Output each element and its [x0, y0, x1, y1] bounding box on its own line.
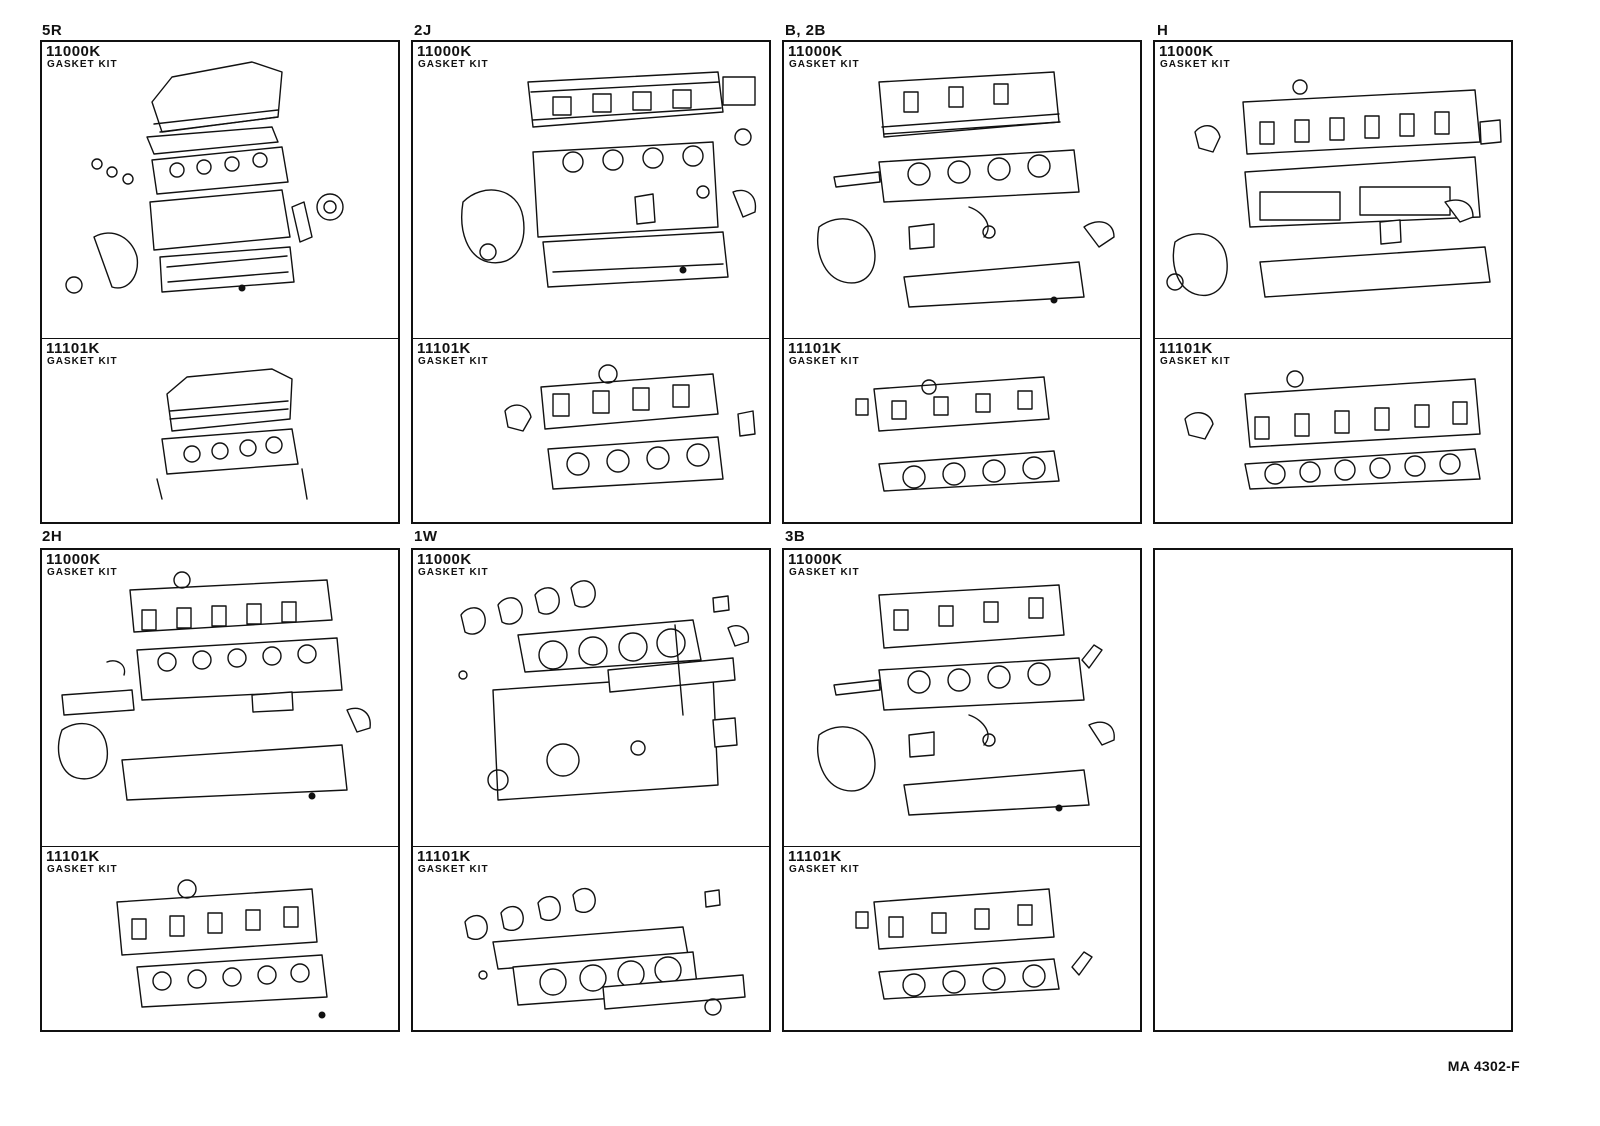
full-gasket-kit-illustration: [817, 584, 1115, 816]
part-number: 11101K: [417, 848, 471, 865]
figure-reference: MA 4302-F: [1447, 1058, 1520, 1074]
head-kit-cell: 11101K GASKET KIT: [42, 846, 398, 1030]
part-name: GASKET KIT: [47, 864, 118, 875]
engine-panel-2h: 11000K GASKET KIT 11: [40, 548, 400, 1032]
full-gasket-kit-illustration: [57, 571, 371, 801]
part-number: 11000K: [1159, 43, 1214, 60]
full-gasket-kit-illustration: [461, 71, 757, 288]
part-number: 11000K: [417, 551, 472, 568]
head-gasket-kit-illustration: [464, 887, 746, 1016]
part-name: GASKET KIT: [418, 864, 489, 875]
part-number: 11000K: [46, 551, 101, 568]
full-kit-cell: 11000K GASKET KIT: [1155, 42, 1511, 338]
empty-panel: [1153, 548, 1513, 1032]
head-kit-cell: 11101K GASKET KIT: [1155, 338, 1511, 522]
head-kit-cell: 11101K GASKET KIT: [413, 846, 769, 1030]
part-number: 11101K: [46, 340, 100, 357]
part-name: GASKET KIT: [1160, 59, 1231, 70]
engine-label-5r: 5R: [42, 22, 63, 39]
engine-label-3b: 3B: [785, 528, 806, 545]
part-number: 11101K: [788, 340, 842, 357]
head-kit-cell: 11101K GASKET KIT: [784, 846, 1140, 1030]
full-kit-cell: 11000K GASKET KIT: [413, 42, 769, 338]
part-name: GASKET KIT: [47, 59, 118, 70]
engine-label-2h: 2H: [42, 528, 63, 545]
head-gasket-kit-illustration: [116, 879, 328, 1019]
part-name: GASKET KIT: [418, 356, 489, 367]
part-name: GASKET KIT: [789, 864, 860, 875]
part-number: 11101K: [417, 340, 471, 357]
head-kit-cell: 11101K GASKET KIT: [413, 338, 769, 522]
full-gasket-kit-illustration: [65, 61, 344, 294]
part-number: 11000K: [788, 43, 843, 60]
part-number: 11101K: [1159, 340, 1213, 357]
part-name: GASKET KIT: [789, 356, 860, 367]
head-gasket-kit-illustration: [504, 364, 756, 490]
part-name: GASKET KIT: [47, 356, 118, 367]
engine-panel-3b: 11000K GASKET KIT 11101K: [782, 548, 1142, 1032]
engine-panel-2j: 11000K GASKET KIT: [411, 40, 771, 524]
part-name: GASKET KIT: [47, 567, 118, 578]
engine-label-2j: 2J: [414, 22, 432, 39]
full-kit-cell: 11000K GASKET KIT: [42, 550, 398, 846]
part-name: GASKET KIT: [418, 567, 489, 578]
part-number: 11000K: [46, 43, 101, 60]
part-number: 11000K: [788, 551, 843, 568]
engine-panel-5r: 11000K GASKET KIT 11101K: [40, 40, 400, 524]
full-kit-cell: 11000K GASKET KIT: [413, 550, 769, 846]
engine-panel-h: 11000K GASKET KIT 11101K GASKET: [1153, 40, 1513, 524]
head-gasket-kit-illustration: [1184, 370, 1481, 490]
full-kit-cell: 11000K GASKET KIT: [784, 550, 1140, 846]
part-number: 11101K: [788, 848, 842, 865]
engine-panel-b-2b: 11000K GASKET KIT 11101K: [782, 40, 1142, 524]
part-number: 11000K: [417, 43, 472, 60]
full-gasket-kit-illustration: [1166, 79, 1502, 298]
full-kit-cell: 11000K GASKET KIT: [42, 42, 398, 338]
part-name: GASKET KIT: [418, 59, 489, 70]
full-gasket-kit-illustration: [817, 71, 1115, 308]
head-kit-cell: 11101K GASKET KIT: [784, 338, 1140, 522]
full-kit-cell: 11000K GASKET KIT: [784, 42, 1140, 338]
part-number: 11101K: [46, 848, 100, 865]
engine-label-1w: 1W: [414, 528, 438, 545]
engine-panel-1w: 11000K GASKET KIT: [411, 548, 771, 1032]
head-gasket-kit-illustration: [855, 376, 1060, 492]
part-name: GASKET KIT: [1160, 356, 1231, 367]
head-kit-cell: 11101K GASKET KIT: [42, 338, 398, 522]
head-gasket-kit-illustration: [855, 888, 1093, 1000]
engine-label-b-2b: B, 2B: [785, 22, 826, 39]
head-gasket-kit-illustration: [156, 368, 308, 500]
part-name: GASKET KIT: [789, 567, 860, 578]
part-name: GASKET KIT: [789, 59, 860, 70]
full-gasket-kit-illustration: [458, 580, 750, 801]
engine-label-h: H: [1157, 22, 1169, 39]
